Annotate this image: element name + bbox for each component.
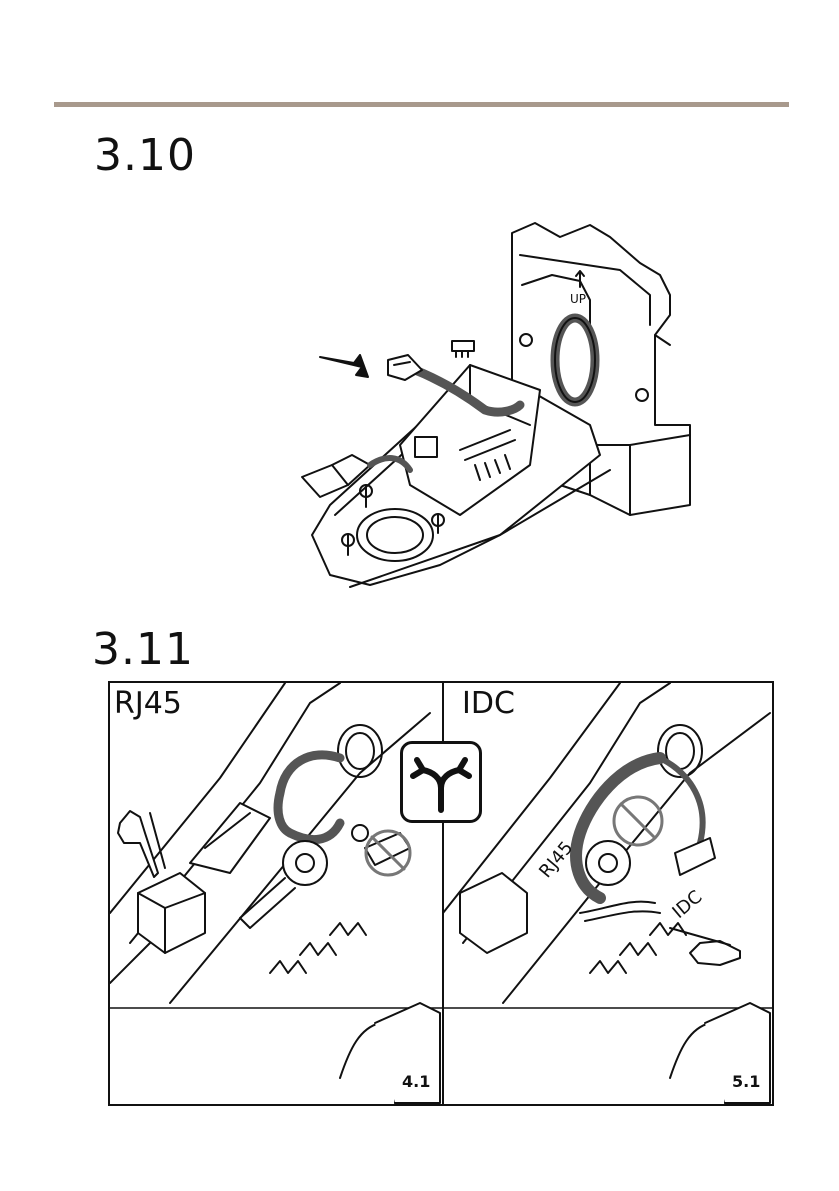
step-number-3-10: 3.10 (94, 134, 196, 178)
option-label-rj45: RJ45 (112, 687, 184, 720)
option-label-idc: IDC (460, 687, 517, 720)
fork-arrows-icon (400, 741, 482, 823)
reference-step-left: 4.1 (402, 1072, 430, 1091)
idc-connector-marking: IDC (668, 886, 706, 922)
reference-step-right: 5.1 (732, 1072, 760, 1091)
step-number-3-11: 3.11 (92, 628, 194, 672)
header-rule (54, 102, 789, 107)
up-marking: UP (570, 292, 586, 306)
step-3-10-illustration: UP (290, 215, 710, 600)
step-3-11-panel: RJ45 IDC RJ45 IDC 4.1 5.1 (108, 681, 774, 1106)
